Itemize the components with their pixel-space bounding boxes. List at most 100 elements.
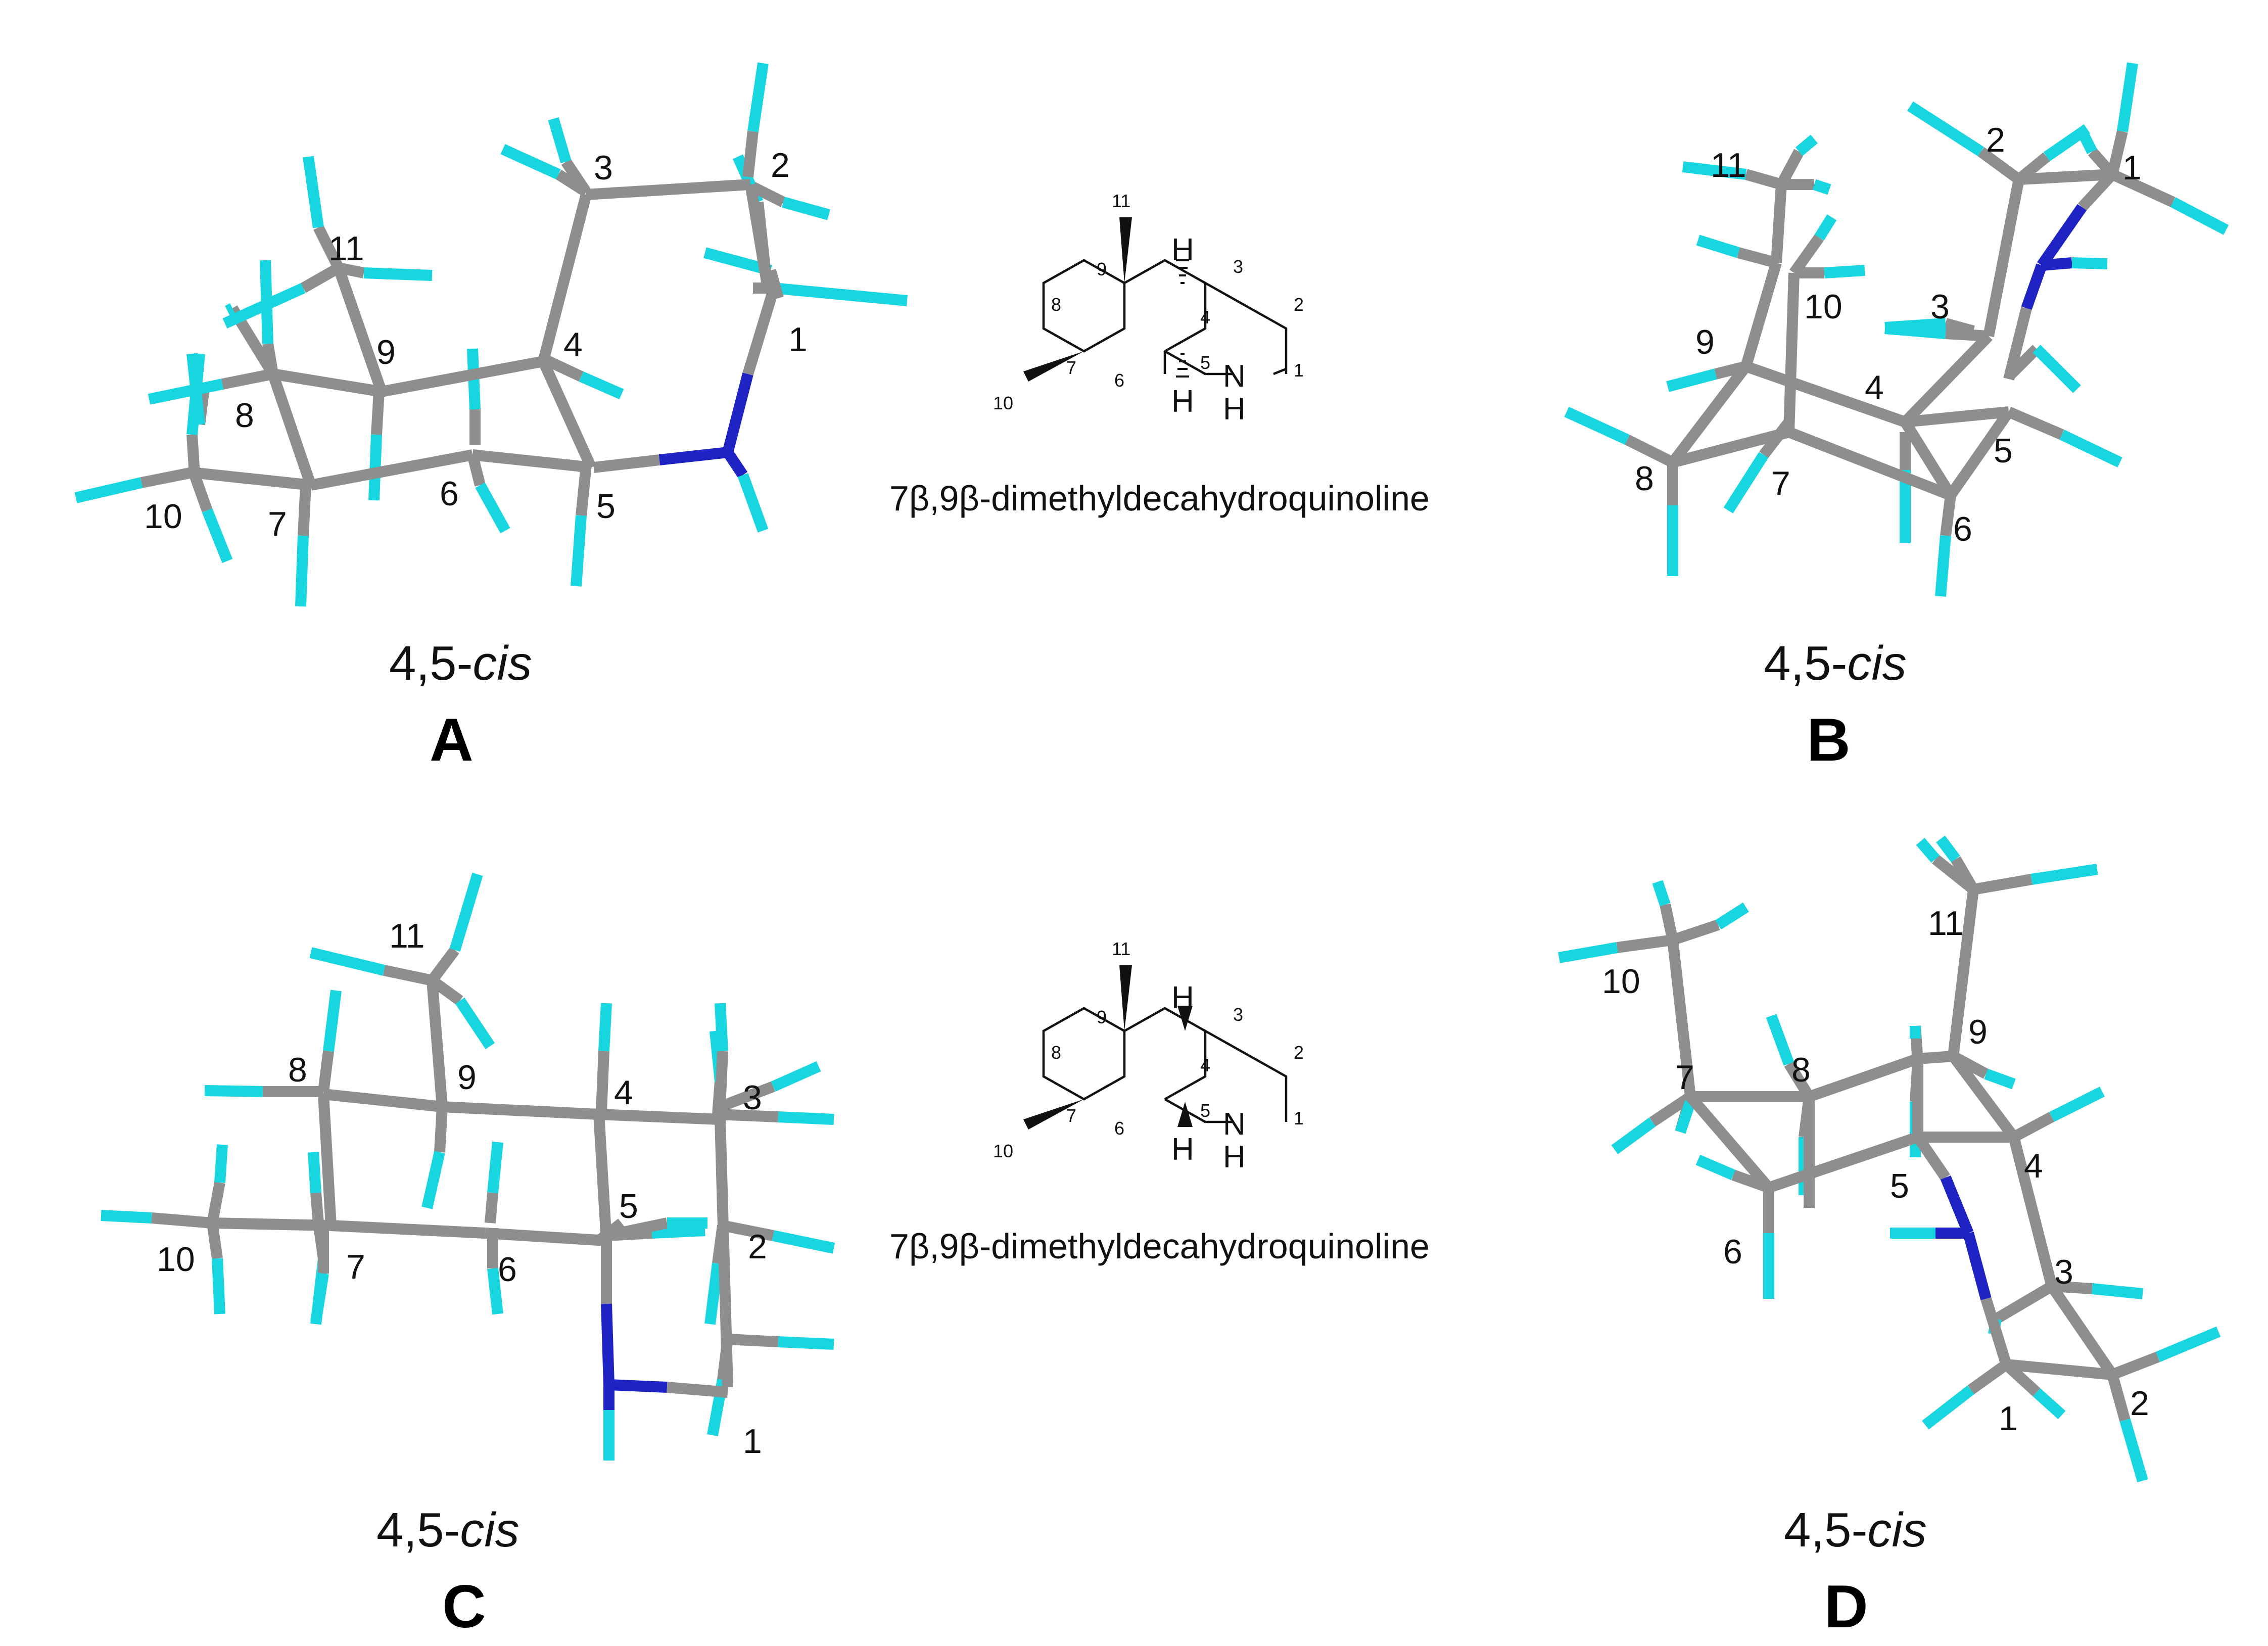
atom-label: 11 bbox=[389, 917, 425, 955]
carbon-bond bbox=[1668, 363, 1751, 466]
bond-segment bbox=[1814, 214, 1837, 241]
structure-number: 8 bbox=[1051, 294, 1061, 315]
carbon-bond bbox=[1667, 939, 1696, 1098]
bond-segment bbox=[308, 1152, 321, 1193]
carbon-bond bbox=[272, 368, 383, 397]
panel-d-letter: D bbox=[1824, 1573, 1868, 1640]
bond-segment bbox=[1666, 368, 1717, 392]
bond-segment bbox=[548, 117, 572, 164]
atom-label: 10 bbox=[157, 1240, 195, 1279]
panel-d-config: 4,5-cis bbox=[1784, 1503, 1927, 1557]
atom-label: 3 bbox=[743, 1078, 762, 1117]
bond-segment bbox=[221, 368, 274, 390]
bond-segment bbox=[1625, 435, 1675, 467]
bond-segment bbox=[487, 1141, 503, 1194]
bond-segment bbox=[2107, 1373, 2131, 1422]
bond-segment bbox=[2037, 204, 2087, 269]
bond-segment bbox=[717, 1109, 779, 1122]
structure-bottom-nh-n: N bbox=[1223, 1107, 1246, 1142]
bond-segment bbox=[140, 467, 194, 488]
bond-segment bbox=[571, 515, 587, 587]
bond-segment bbox=[561, 158, 591, 196]
carbon-bond bbox=[330, 1220, 486, 1239]
structure-number: 3 bbox=[1233, 256, 1243, 277]
panel-a-config: 4,5-cis bbox=[389, 636, 532, 690]
bond-segment bbox=[1963, 1232, 1992, 1300]
bond-segment bbox=[212, 1258, 225, 1314]
bond-segment bbox=[1812, 179, 1831, 195]
bond-segment bbox=[727, 1334, 779, 1347]
structure-number: 5 bbox=[1200, 352, 1210, 373]
structure-number: 4 bbox=[1200, 307, 1210, 327]
bond-segment bbox=[2155, 1326, 2221, 1362]
carbon-bond bbox=[745, 183, 774, 292]
carbon-bond bbox=[191, 467, 312, 491]
carbon-bond bbox=[2018, 169, 2113, 185]
carbon-bond bbox=[1740, 261, 1782, 368]
atom-label: 10 bbox=[1804, 288, 1842, 326]
bond-segment bbox=[449, 872, 483, 952]
wedge-bond bbox=[1177, 1102, 1193, 1127]
atom-label: 11 bbox=[1928, 904, 1964, 943]
bond-segment bbox=[579, 371, 624, 400]
bond-segment bbox=[1922, 1385, 1974, 1430]
structure-number: 7 bbox=[1066, 1105, 1076, 1126]
bond-segment bbox=[2033, 345, 2081, 393]
atom-label: 1 bbox=[2122, 149, 2142, 187]
structure-bottom-nh-h: H bbox=[1223, 1140, 1246, 1174]
atom-label: 9 bbox=[1695, 323, 1715, 361]
atom-label: 3 bbox=[594, 149, 613, 187]
carbon-bond bbox=[593, 1114, 612, 1241]
atom-label: 9 bbox=[457, 1058, 477, 1097]
atom-label: 6 bbox=[1953, 510, 1972, 548]
bond-segment bbox=[1884, 318, 1946, 333]
bond-segment bbox=[1723, 452, 1769, 513]
structure-bottom-h-up: H bbox=[1171, 980, 1194, 1015]
bond-segment bbox=[1675, 1100, 1696, 1134]
bond-segment bbox=[1980, 1297, 2012, 1367]
bond-segment bbox=[1696, 234, 1740, 258]
bond-segment bbox=[667, 1382, 728, 1398]
bond-segment bbox=[1944, 318, 1975, 337]
bond-segment bbox=[1564, 407, 1630, 445]
structure-top-nh-h: H bbox=[1223, 392, 1246, 427]
atom-label: 3 bbox=[2054, 1253, 2073, 1291]
structure-top-h-down: H bbox=[1171, 384, 1194, 419]
bond-segment bbox=[1695, 1154, 1736, 1181]
structure-top-bonds bbox=[1023, 217, 1288, 382]
structure-bottom-h-down: H bbox=[1171, 1132, 1194, 1167]
model-d: 1 2 3 4 5 6 7 8 9 10 11 4,5-cis D bbox=[1558, 835, 2221, 1640]
bond-segment bbox=[772, 283, 908, 306]
structure-top-name: 7β,9β-dimethyldecahydroquinoline bbox=[889, 479, 1430, 518]
carbon-bond bbox=[1900, 419, 1956, 498]
atom-label: 2 bbox=[1986, 121, 2005, 159]
bond-segment bbox=[2059, 430, 2122, 467]
bond-segment bbox=[593, 454, 660, 473]
atom-label: 1 bbox=[1999, 1399, 2018, 1438]
structure-number: 6 bbox=[1114, 370, 1124, 391]
atom-label: 8 bbox=[235, 396, 254, 435]
model-d-bonds bbox=[1558, 835, 2221, 1483]
carbon-bond bbox=[1807, 1053, 1920, 1102]
bond-segment bbox=[309, 947, 386, 976]
structure-top-nh-n: N bbox=[1223, 359, 1246, 394]
bond-segment bbox=[298, 485, 311, 536]
bond-segment bbox=[2080, 134, 2097, 154]
bond-segment bbox=[295, 535, 309, 607]
bond-segment bbox=[222, 283, 306, 329]
carbon-bond bbox=[267, 372, 316, 487]
carbon-bond bbox=[2008, 1136, 2057, 1288]
bond-segment bbox=[207, 1181, 225, 1225]
bond-segment bbox=[718, 1081, 775, 1112]
bond-segment bbox=[1967, 1360, 2010, 1394]
structure-number: 1 bbox=[1294, 1108, 1304, 1128]
atom-label: 5 bbox=[1994, 432, 2013, 470]
atom-label: 4 bbox=[2024, 1147, 2043, 1185]
carbon-bond bbox=[1917, 1051, 1954, 1064]
bond-segment bbox=[485, 1192, 498, 1224]
structure-number: 1 bbox=[1294, 360, 1304, 381]
bond-segment bbox=[1907, 101, 1984, 157]
carbon-bond bbox=[427, 980, 448, 1107]
atom-label: 1 bbox=[743, 1422, 762, 1461]
